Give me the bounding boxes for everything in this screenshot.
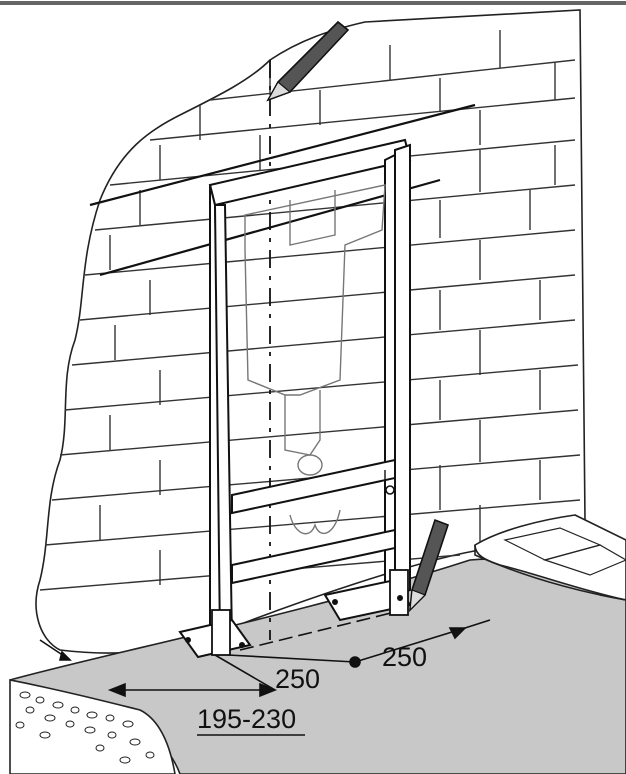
- wall-marking-lines: [89, 60, 476, 640]
- floor-marking-line: [239, 611, 396, 651]
- installation-frame: [178, 138, 412, 659]
- pencil-icon-top: [266, 20, 350, 102]
- pencil-icon-bottom: [408, 518, 449, 613]
- floor-section: [9, 679, 176, 774]
- dimension-label-250-left: 250: [275, 664, 320, 694]
- dimension-label-250-right: 250: [382, 642, 427, 672]
- dimension-lines: [39, 619, 491, 736]
- dimension-label-range: 195-230: [197, 704, 296, 734]
- floor-tiles: [474, 514, 626, 601]
